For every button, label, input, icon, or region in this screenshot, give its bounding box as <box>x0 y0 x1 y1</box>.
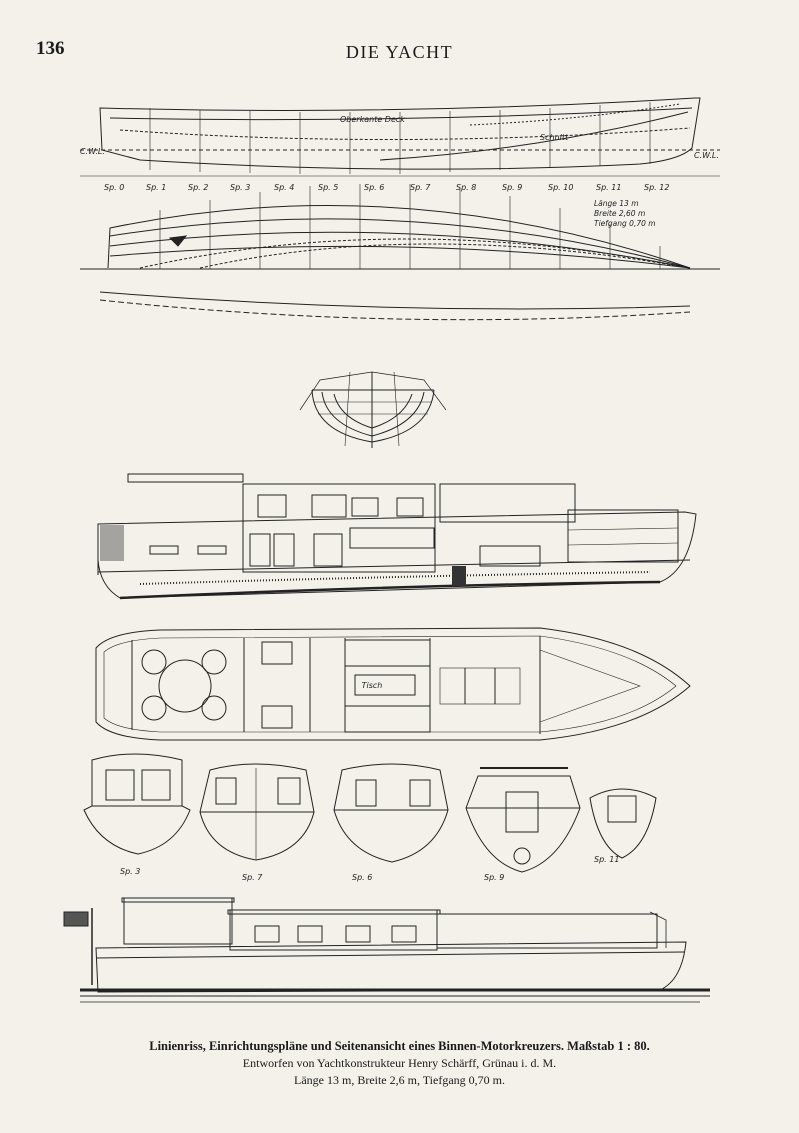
station-label: Sp. 9 <box>502 183 522 192</box>
section-label: Sp. 9 <box>484 873 504 882</box>
side-elevation <box>63 897 710 1003</box>
longitudinal-section <box>97 473 697 600</box>
station-label: Sp. 7 <box>410 183 431 192</box>
section-label: Sp. 7 <box>242 873 263 882</box>
label-cwl-right: C.W.L. <box>694 151 719 160</box>
cross-sections <box>83 753 657 873</box>
page-number: 136 <box>36 38 65 59</box>
deck-plan <box>95 627 691 741</box>
caption-line-2: Entworfen von Yachtkonstrukteur Henry Sc… <box>242 1056 557 1070</box>
figure-caption: Linienriss, Einrichtungspläne und Seiten… <box>0 1038 799 1089</box>
dimension-breadth: Breite 2,60 m <box>594 209 645 218</box>
station-label: Sp. 0 <box>104 183 124 192</box>
station-label: Sp. 12 <box>644 183 669 192</box>
body-plan <box>299 371 447 448</box>
station-label: Sp. 8 <box>456 183 476 192</box>
section-label: Sp. 3 <box>120 867 140 876</box>
station-label: Sp. 6 <box>364 183 384 192</box>
section-label: Sp. 11 <box>594 855 619 864</box>
label-cwl-left: C.W.L. <box>80 147 105 156</box>
label-deck: Oberkante Deck <box>340 115 405 124</box>
section-label: Sp. 6 <box>352 873 372 882</box>
section-label-row: Sp. 3 Sp. 7 Sp. 6 Sp. 9 Sp. 11 <box>120 855 619 882</box>
caption-line-3: Länge 13 m, Breite 2,6 m, Tiefgang 0,70 … <box>294 1073 505 1087</box>
station-label: Sp. 3 <box>230 183 250 192</box>
label-sheer: Schnitt <box>540 133 569 142</box>
station-label: Sp. 4 <box>274 183 294 192</box>
station-label: Sp. 1 <box>146 183 166 192</box>
running-title: DIE YACHT <box>345 42 454 62</box>
caption-line-1: Linienriss, Einrichtungspläne und Seiten… <box>149 1039 650 1053</box>
profile-plan <box>80 97 720 177</box>
label-table: Tisch <box>362 681 383 690</box>
station-label: Sp. 5 <box>318 183 338 192</box>
station-label-row: Sp. 0 Sp. 1 Sp. 2 Sp. 3 Sp. 4 Sp. 5 Sp. … <box>104 183 669 192</box>
dimensions-note: Länge 13 m Breite 2,60 m Tiefgang 0,70 m <box>594 199 656 228</box>
dimension-draught: Tiefgang 0,70 m <box>594 219 656 228</box>
station-label: Sp. 10 <box>548 183 573 192</box>
station-label: Sp. 11 <box>596 183 621 192</box>
dimension-length: Länge 13 m <box>594 199 639 208</box>
station-label: Sp. 2 <box>188 183 208 192</box>
half-breadth-plan <box>80 184 720 321</box>
